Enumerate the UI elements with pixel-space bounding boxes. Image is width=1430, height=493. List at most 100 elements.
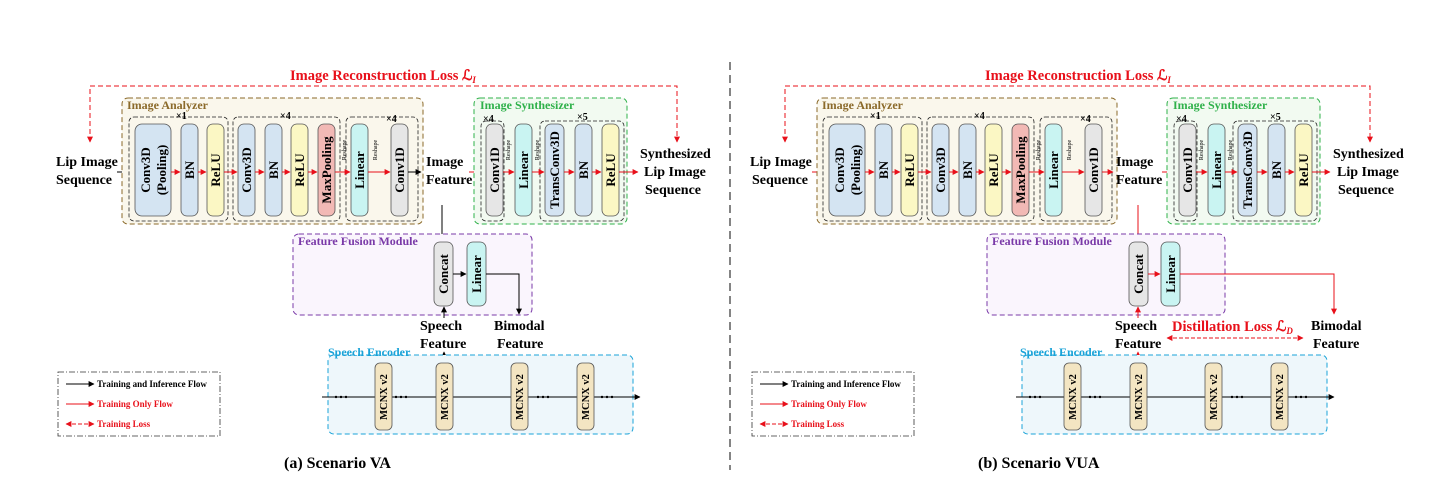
synth-bn-block-b xyxy=(1267,123,1286,217)
svg-text:Concat: Concat xyxy=(1131,253,1146,293)
legend-train-only: Training Only Flow xyxy=(97,399,173,409)
svg-text:ReLU: ReLU xyxy=(603,153,618,187)
conv3d-pooling-block xyxy=(134,123,172,217)
maxpooling-block-b xyxy=(1011,123,1030,217)
svg-text:Reshape: Reshape xyxy=(1199,140,1205,161)
conv1d-block-b xyxy=(1084,123,1103,217)
maxpooling-block xyxy=(317,123,336,217)
svg-text:MCNX v2: MCNX v2 xyxy=(1134,374,1145,420)
svg-text:Conv1D: Conv1D xyxy=(392,147,407,193)
svg-text:×4: ×4 xyxy=(1176,114,1187,125)
mcnx-block-4-b xyxy=(1270,362,1289,431)
conv1d-block xyxy=(390,123,409,217)
synth-relu-block xyxy=(601,123,620,217)
svg-text:Reshape: Reshape xyxy=(1036,140,1042,161)
svg-text:Linear: Linear xyxy=(469,255,484,293)
svg-text:BN: BN xyxy=(266,160,281,179)
feature-fusion-title-b: Feature Fusion Module xyxy=(992,234,1112,248)
synth-conv1d-block-b xyxy=(1178,123,1197,217)
caption-va: (a) Scenario VA xyxy=(284,455,391,472)
image-analyzer-title-b: Image Analyzer xyxy=(822,98,904,112)
bn-block-2 xyxy=(264,123,283,217)
synth-linear-block-b xyxy=(1207,123,1226,217)
svg-text:×4: ×4 xyxy=(974,111,985,122)
svg-text:×4: ×4 xyxy=(1080,114,1091,125)
svg-text:MCNX v2: MCNX v2 xyxy=(379,374,390,420)
svg-text:BN: BN xyxy=(182,160,197,179)
mcnx-block-3 xyxy=(510,362,529,431)
svg-text:Reshape: Reshape xyxy=(1067,140,1073,161)
reconstruction-loss-label: Image Reconstruction Loss ℒI xyxy=(290,68,476,85)
svg-text:Reshape: Reshape xyxy=(342,140,348,161)
mcnx-block-1 xyxy=(374,362,393,431)
legend-flow: Training and Inference Flow xyxy=(97,379,207,389)
svg-text:×5: ×5 xyxy=(1270,112,1281,123)
synth-bn-block xyxy=(574,123,593,217)
relu-block-2 xyxy=(290,123,309,217)
conv3d-block-b xyxy=(931,123,950,217)
svg-text:×4: ×4 xyxy=(483,114,494,125)
svg-text:Reshape: Reshape xyxy=(1228,140,1234,161)
svg-text:MaxPooling: MaxPooling xyxy=(319,136,334,204)
synth-conv1d-block xyxy=(485,123,504,217)
image-analyzer-title: Image Analyzer xyxy=(127,98,209,112)
svg-text:MCNX v2: MCNX v2 xyxy=(515,374,526,420)
svg-text:MCNX v2: MCNX v2 xyxy=(581,374,592,420)
svg-text:ReLU: ReLU xyxy=(986,153,1001,187)
svg-text:MaxPooling: MaxPooling xyxy=(1013,136,1028,204)
mcnx-block-2 xyxy=(435,362,454,431)
image-synthesizer-title-b: Image Synthesizer xyxy=(1173,98,1268,112)
svg-text:Linear: Linear xyxy=(516,151,531,189)
synth-relu-block-b xyxy=(1294,123,1313,217)
bn-block-b xyxy=(874,123,893,217)
svg-text:BN: BN xyxy=(1269,160,1284,179)
svg-text:Conv3D: Conv3D xyxy=(239,147,254,193)
legend-train-loss-b: Training Loss xyxy=(791,419,845,429)
speech-encoder-box xyxy=(327,354,634,435)
svg-text:Linear: Linear xyxy=(1209,151,1224,189)
svg-text:×4: ×4 xyxy=(386,114,397,125)
svg-text:Conv3D(Pooling): Conv3D(Pooling) xyxy=(832,145,863,196)
reconstruction-loss-arrow-b xyxy=(782,85,1373,143)
svg-text:Linear: Linear xyxy=(352,151,367,189)
svg-text:ReLU: ReLU xyxy=(292,153,307,187)
relu-block-b xyxy=(900,123,919,217)
svg-text:Conv3D(Pooling): Conv3D(Pooling) xyxy=(138,145,169,196)
transconv3d-block xyxy=(544,123,565,217)
svg-text:MCNX v2: MCNX v2 xyxy=(1068,374,1079,420)
legend-train-only-b: Training Only Flow xyxy=(791,399,867,409)
svg-text:×1: ×1 xyxy=(870,111,881,122)
svg-text:×4: ×4 xyxy=(280,111,291,122)
svg-text:Conv1D: Conv1D xyxy=(1180,147,1195,193)
svg-text:TransConv3D: TransConv3D xyxy=(547,131,562,209)
svg-text:BN: BN xyxy=(960,160,975,179)
svg-text:Conv3D: Conv3D xyxy=(933,147,948,193)
svg-text:Conv1D: Conv1D xyxy=(487,147,502,193)
svg-text:ReLU: ReLU xyxy=(902,153,917,187)
transconv3d-block-b xyxy=(1237,123,1258,217)
svg-text:×5: ×5 xyxy=(577,112,588,123)
caption-vua: (b) Scenario VUA xyxy=(978,455,1100,472)
distillation-loss-label: Distillation Loss ℒD xyxy=(1172,319,1293,336)
legend-flow-b: Training and Inference Flow xyxy=(791,379,901,389)
svg-text:Reshape: Reshape xyxy=(373,140,379,161)
svg-text:ReLU: ReLU xyxy=(1296,153,1311,187)
svg-text:Linear: Linear xyxy=(1163,255,1178,293)
relu-block-2-b xyxy=(984,123,1003,217)
image-synthesizer-title: Image Synthesizer xyxy=(480,98,575,112)
linear-block-b xyxy=(1044,123,1063,217)
speech-encoder-title: Speech Encoder xyxy=(328,345,411,359)
feature-fusion-title: Feature Fusion Module xyxy=(298,234,418,248)
speech-encoder-box-b xyxy=(1021,354,1328,435)
mcnx-block-2-b xyxy=(1129,362,1148,431)
